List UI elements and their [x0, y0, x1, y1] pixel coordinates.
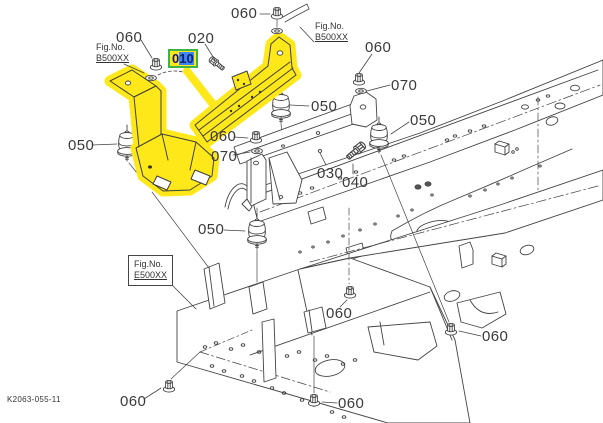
- fig-ref-code: B500XX: [315, 32, 349, 43]
- fig-ref-prefix: Fig.No.: [134, 259, 164, 269]
- callout-060-bottom-center[interactable]: 060: [326, 305, 353, 322]
- fig-ref-prefix: Fig.No.: [315, 21, 345, 31]
- callout-070-middle[interactable]: 070: [211, 148, 238, 165]
- washer-middle: [251, 147, 263, 155]
- fig-ref-b500xx-top[interactable]: Fig.No. B500XX: [315, 21, 348, 44]
- callout-060-upper-right[interactable]: 060: [365, 39, 392, 56]
- fig-ref-prefix: Fig.No.: [96, 42, 126, 52]
- cross-member-030: [224, 91, 378, 212]
- callout-010-selection: 10: [179, 51, 194, 66]
- nut-top-center: [270, 6, 284, 20]
- rivet-dots: [148, 78, 262, 169]
- reference-rod-stubs: [157, 3, 310, 76]
- far-rail-holes: [297, 84, 580, 195]
- mid-deck-holes: [298, 164, 542, 254]
- far-rail: [249, 59, 603, 225]
- callout-050-left[interactable]: 050: [68, 137, 95, 154]
- washer-top-left: [145, 74, 157, 82]
- callout-050-top[interactable]: 050: [311, 98, 338, 115]
- callout-070-right[interactable]: 070: [391, 77, 418, 94]
- callout-010-prefix: 0: [172, 51, 180, 66]
- callout-060-middle[interactable]: 060: [210, 128, 237, 145]
- nut-top-left: [149, 57, 163, 71]
- fig-ref-e500xx[interactable]: Fig.No. E500XX: [128, 255, 174, 286]
- leader-lines: [91, 13, 482, 404]
- callout-060-bottom-lower[interactable]: 060: [338, 395, 365, 412]
- callout-060-top-left[interactable]: 060: [116, 29, 143, 46]
- highlighted-part-010[interactable]: [104, 31, 302, 197]
- fig-ref-code: E500XX: [134, 270, 168, 281]
- drawing-number: K2063-055-11: [7, 395, 61, 404]
- callout-040[interactable]: 040: [342, 174, 369, 191]
- callout-060-bottom-left[interactable]: 060: [120, 393, 147, 410]
- washer-upper-right: [355, 87, 367, 95]
- small-dark-nuts: [414, 181, 432, 190]
- near-rail-and-front-face: [176, 169, 603, 423]
- callout-030[interactable]: 030: [317, 165, 344, 182]
- fig-ref-code: B500XX: [96, 53, 130, 64]
- callout-060-bottom-right[interactable]: 060: [482, 328, 509, 345]
- callout-050-right[interactable]: 050: [410, 112, 437, 129]
- nut-upper-right: [352, 72, 366, 86]
- bolt-020: [207, 55, 227, 73]
- callout-020[interactable]: 020: [188, 30, 215, 47]
- washer-top-center: [271, 27, 283, 35]
- fig-ref-b500xx-left[interactable]: Fig.No. B500XX: [96, 42, 129, 65]
- callout-050-center[interactable]: 050: [198, 221, 225, 238]
- nut-bottom-left: [162, 379, 176, 393]
- callout-060-top-center[interactable]: 060: [231, 5, 258, 22]
